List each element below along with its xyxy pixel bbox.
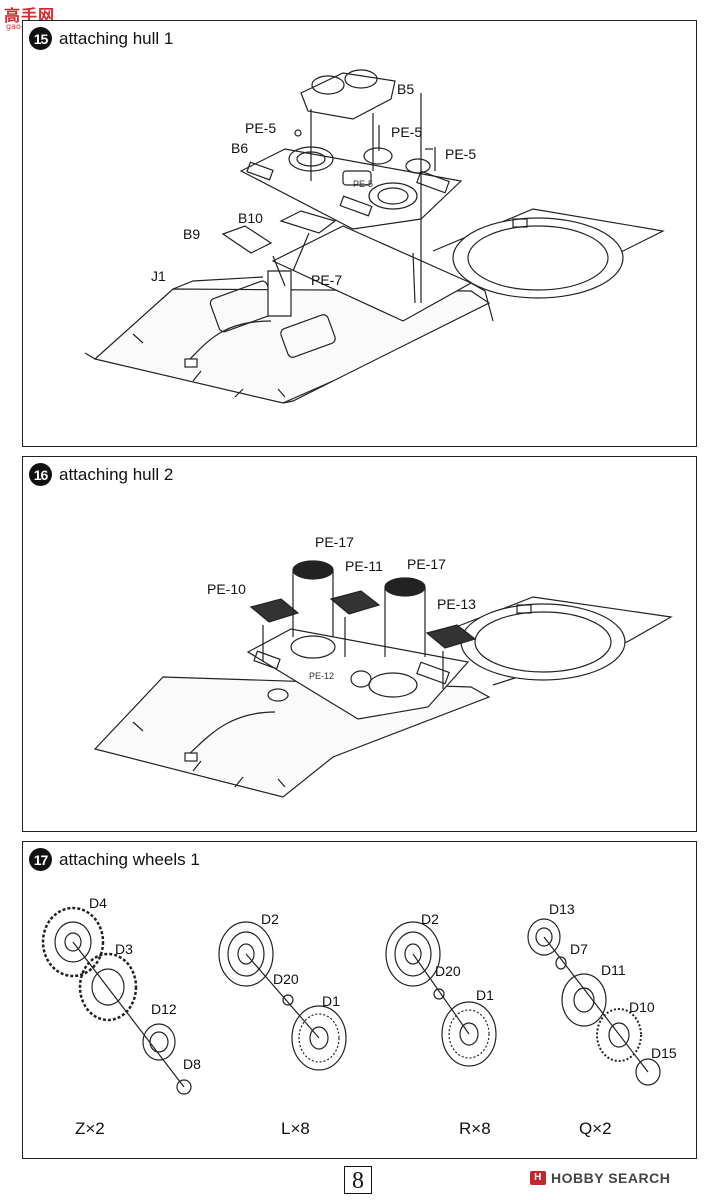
label-d12: D12 xyxy=(151,1001,177,1017)
label-r-d2: D2 xyxy=(421,911,439,927)
quantity-q: Q×2 xyxy=(579,1119,612,1138)
label-l-d2: D2 xyxy=(261,911,279,927)
brand-text: HOBBY SEARCH xyxy=(551,1170,671,1186)
step-17-title: attaching wheels 1 xyxy=(59,849,200,869)
step-15-panel: 15 attaching hull 1 xyxy=(22,20,697,447)
label-b6: B6 xyxy=(231,140,248,156)
step-17-header: 17 attaching wheels 1 xyxy=(29,848,200,871)
step-15-number: 15 xyxy=(29,27,52,50)
label-pe5-small: PE-5 xyxy=(353,179,373,189)
step-16-header: 16 attaching hull 2 xyxy=(29,463,173,486)
step-17-diagram: D4 D3 D12 D8 Z×2 D2 D20 D1 L×8 D2 D20 D1… xyxy=(41,895,677,1138)
label-d13: D13 xyxy=(549,901,575,917)
label-pe13: PE-13 xyxy=(437,596,476,612)
label-b5: B5 xyxy=(397,81,414,97)
label-pe7: PE-7 xyxy=(311,272,342,288)
hobby-search-icon: H xyxy=(530,1171,546,1185)
label-j1: J1 xyxy=(151,268,166,284)
brand-watermark: H HOBBY SEARCH xyxy=(530,1170,670,1186)
label-l-d1: D1 xyxy=(322,993,340,1009)
step-15-diagram: B5 PE-5 PE-5 B6 PE-5 PE-5 B10 B9 PE-7 J1 xyxy=(84,69,665,404)
label-r-d20: D20 xyxy=(435,963,461,979)
step-16-title: attaching hull 2 xyxy=(59,464,174,484)
quantity-z: Z×2 xyxy=(75,1119,105,1138)
label-pe5-b: PE-5 xyxy=(391,124,422,140)
label-pe17-b: PE-17 xyxy=(407,556,446,572)
step-16-panel: 16 attaching hull 2 xyxy=(22,456,697,832)
step-17-number: 17 xyxy=(29,848,52,871)
step-16-diagram: PE-17 PE-11 PE-17 PE-10 PE-13 PE-12 xyxy=(93,534,673,798)
label-pe5-c: PE-5 xyxy=(445,146,476,162)
label-pe10: PE-10 xyxy=(207,581,246,597)
label-pe17-a: PE-17 xyxy=(315,534,354,550)
label-d4: D4 xyxy=(89,895,107,911)
label-d7: D7 xyxy=(570,941,588,957)
label-pe11: PE-11 xyxy=(345,558,383,574)
label-r-d1: D1 xyxy=(476,987,494,1003)
label-d3: D3 xyxy=(115,941,133,957)
label-d11: D11 xyxy=(601,962,626,978)
step-17-panel: 17 attaching wheels 1 xyxy=(22,841,697,1159)
label-l-d20: D20 xyxy=(273,971,299,987)
label-pe5-a: PE-5 xyxy=(245,120,276,136)
step-15-header: 15 attaching hull 1 xyxy=(29,27,173,50)
quantity-l: L×8 xyxy=(281,1119,310,1138)
label-d10: D10 xyxy=(629,999,655,1015)
quantity-r: R×8 xyxy=(459,1119,491,1138)
label-d8: D8 xyxy=(183,1056,201,1072)
label-d15: D15 xyxy=(651,1045,677,1061)
step-15-title: attaching hull 1 xyxy=(59,28,174,48)
label-pe12: PE-12 xyxy=(309,671,334,681)
label-b10: B10 xyxy=(238,210,263,226)
page-number: 8 xyxy=(344,1166,372,1194)
label-b9: B9 xyxy=(183,226,200,242)
step-16-number: 16 xyxy=(29,463,52,486)
